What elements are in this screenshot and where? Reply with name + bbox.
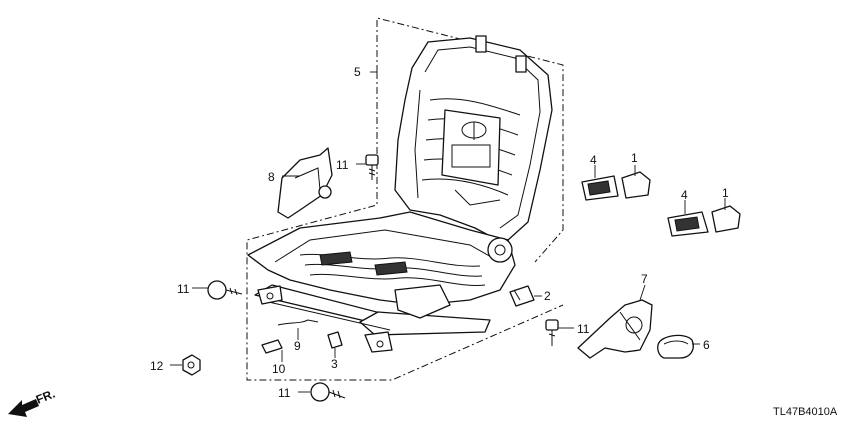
seat-frame xyxy=(247,35,553,353)
recliner-cover xyxy=(577,299,653,359)
callout-1: 1 xyxy=(631,151,638,165)
side-cover xyxy=(277,147,333,219)
cap-clip-set-upper xyxy=(581,171,651,201)
clip-3 xyxy=(327,331,343,349)
bracket xyxy=(509,285,535,307)
front-direction-arrow-icon xyxy=(8,399,39,417)
assembly-outline xyxy=(246,17,564,381)
nut xyxy=(182,354,201,376)
callout-1: 1 xyxy=(722,186,729,200)
callout-8: 8 xyxy=(268,170,275,184)
callout-10: 10 xyxy=(272,362,286,376)
callout-4: 4 xyxy=(590,153,597,167)
callout-11: 11 xyxy=(177,282,190,296)
callout-11: 11 xyxy=(278,386,291,400)
callout-12: 12 xyxy=(150,359,164,373)
clip-10 xyxy=(261,339,283,354)
cap-clip-set-lower xyxy=(667,205,741,237)
callout-7: 7 xyxy=(641,272,648,286)
leader-lines xyxy=(170,163,726,393)
callout-9: 9 xyxy=(294,339,301,353)
callout-3: 3 xyxy=(331,357,338,371)
bolt-left xyxy=(207,280,243,300)
knob xyxy=(657,334,694,359)
callout-11: 11 xyxy=(336,158,349,172)
diagram-code: TL47B4010A xyxy=(773,406,838,418)
bolt-right xyxy=(545,319,559,346)
callout-11: 11 xyxy=(577,322,590,336)
bolt-bottom xyxy=(310,382,346,402)
callout-2: 2 xyxy=(544,289,551,303)
direction-label: FR. xyxy=(34,387,57,407)
callout-4: 4 xyxy=(681,188,688,202)
wire xyxy=(277,319,319,326)
bolt-upper xyxy=(365,154,379,180)
callout-6: 6 xyxy=(703,338,710,352)
callout-5: 5 xyxy=(354,65,361,79)
